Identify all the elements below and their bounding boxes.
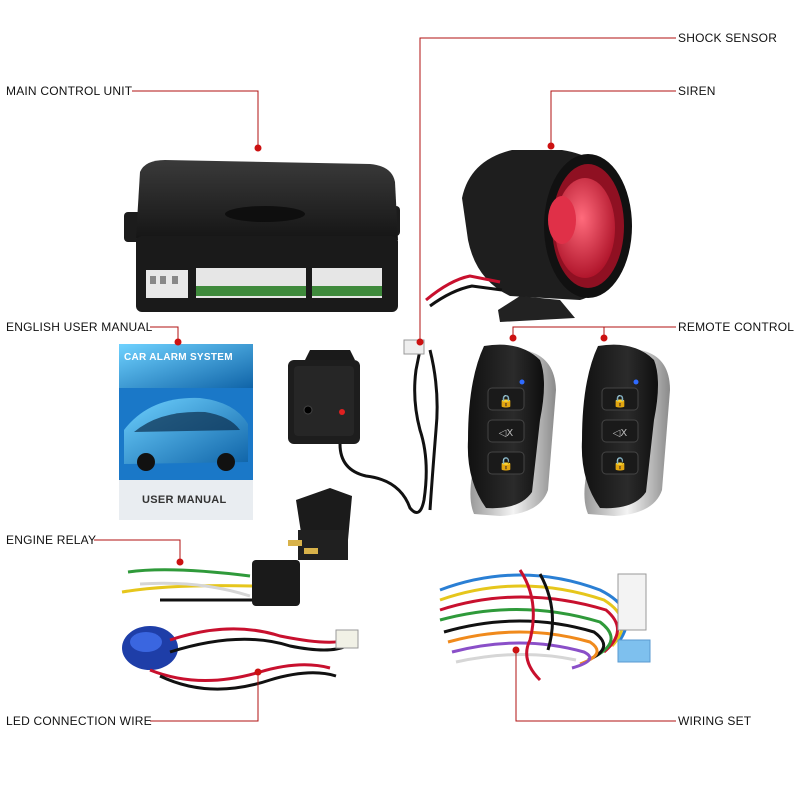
shock-sensor-image	[288, 339, 439, 514]
leader-shock-sensor	[419, 37, 676, 342]
wiring-connectors	[617, 573, 651, 663]
label-wiring-set: WIRING SET	[678, 714, 752, 728]
main-control-unit-image	[124, 160, 400, 312]
led-wire-image	[122, 626, 359, 691]
label-shock-sensor: SHOCK SENSOR	[678, 31, 778, 45]
leader-main-control-unit	[132, 90, 259, 148]
leader-wiring-set	[515, 650, 676, 722]
svg-text:◁X: ◁X	[499, 428, 514, 439]
svg-text:🔒: 🔒	[499, 394, 514, 408]
siren-image	[425, 150, 632, 322]
label-english-user-manual: ENGLISH USER MANUAL	[6, 320, 153, 334]
leader-led-wire	[150, 672, 259, 722]
leader-lines	[94, 37, 676, 722]
leader-engine-relay	[94, 539, 181, 560]
leader-remote-control	[512, 326, 676, 338]
leader-user-manual	[150, 326, 179, 342]
manual-cover-footer: USER MANUAL	[142, 494, 227, 506]
user-manual-image	[119, 344, 253, 520]
leader-siren	[550, 90, 676, 146]
svg-text:◁X: ◁X	[613, 428, 628, 439]
label-led-connection-wire: LED CONNECTION WIRE	[6, 714, 152, 728]
wiring-set-image	[439, 569, 629, 682]
remote-control-right-image: 🔒 ◁X 🔓	[581, 344, 670, 516]
label-main-control-unit: MAIN CONTROL UNIT	[6, 84, 133, 98]
remote-control-left-image: 🔒 ◁X 🔓	[467, 344, 556, 516]
label-engine-relay: ENGINE RELAY	[6, 533, 97, 547]
svg-text:🔓: 🔓	[613, 457, 628, 471]
leader-dots	[174, 142, 608, 676]
svg-text:🔓: 🔓	[499, 457, 514, 471]
svg-text:🔒: 🔒	[613, 394, 628, 408]
manual-cover-title: CAR ALARM SYSTEM	[124, 352, 233, 363]
engine-relay-image	[121, 488, 352, 606]
label-siren: SIREN	[678, 84, 716, 98]
label-remote-control: REMOTE CONTROL	[678, 320, 795, 334]
